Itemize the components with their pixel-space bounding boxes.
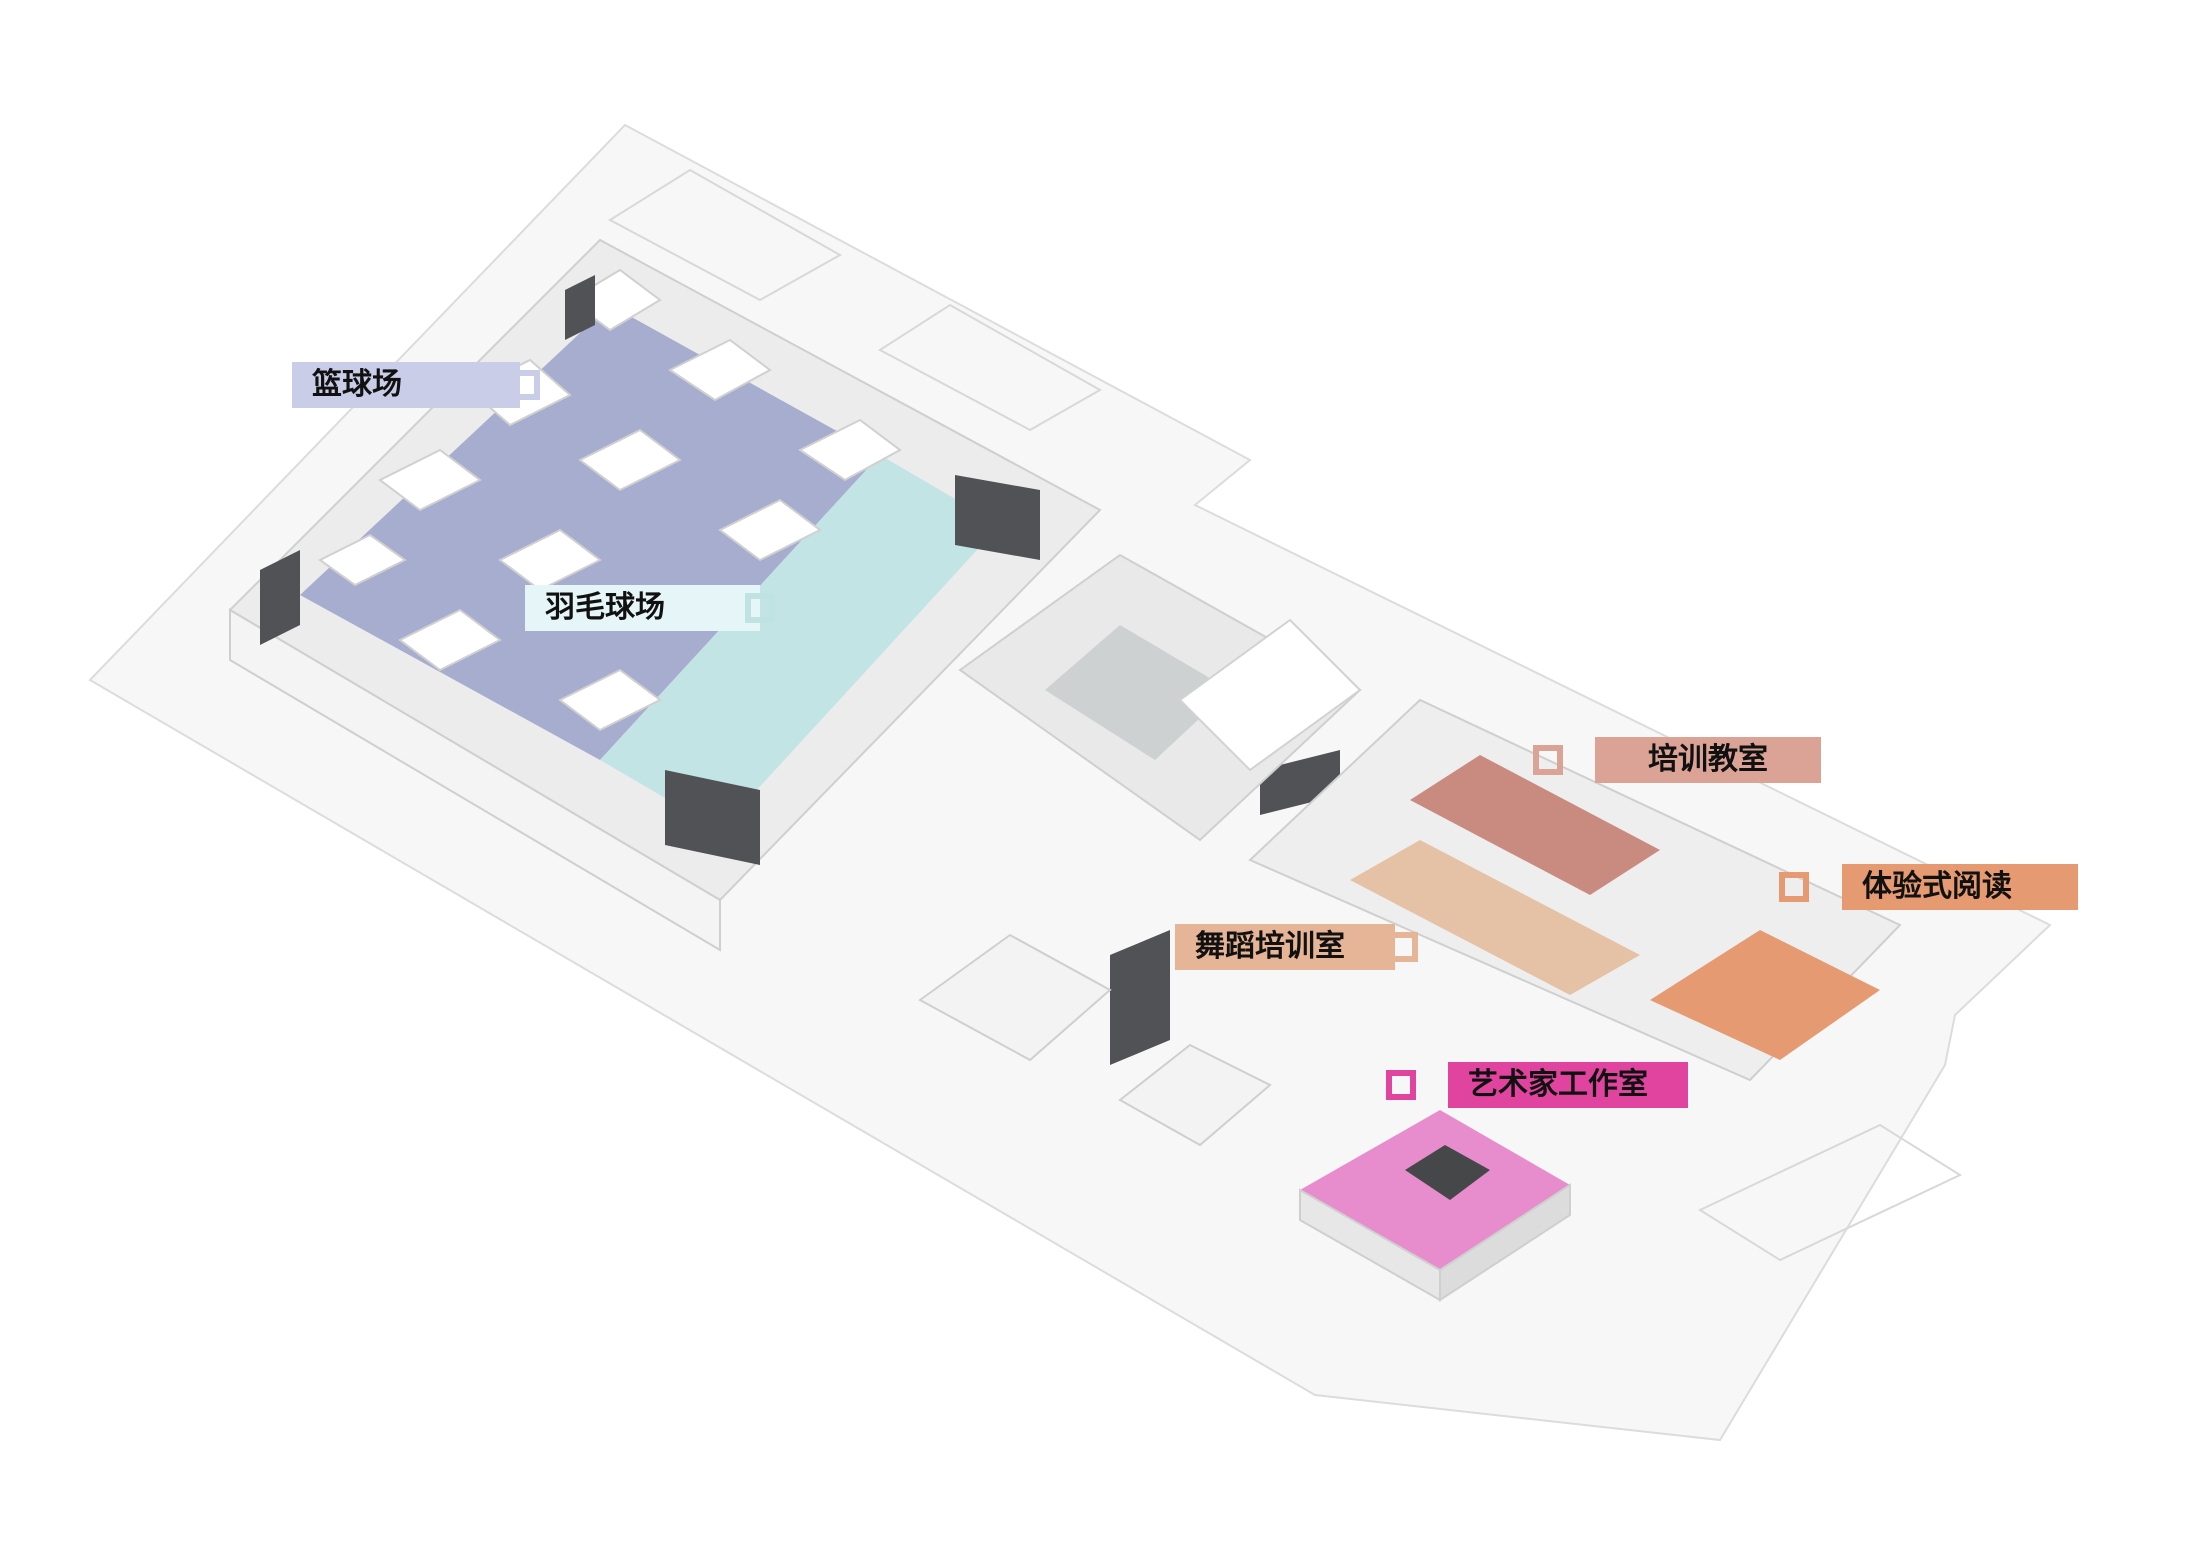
outdoor-court: [608, 168, 843, 302]
label-basketball: 篮球场: [292, 362, 520, 408]
small-house: [918, 933, 1112, 1062]
label-dance: 舞蹈培训室: [1175, 924, 1395, 970]
badminton-floor: [600, 455, 1000, 830]
marker-reading: [1779, 872, 1809, 902]
training-classroom-floor: [1410, 755, 1660, 895]
marker-badminton: [745, 593, 775, 623]
label-badminton: 羽毛球场: [525, 585, 760, 631]
marker-dance: [1388, 932, 1418, 962]
skylights: [318, 268, 902, 732]
artist-studio-side: [1439, 1183, 1571, 1302]
label-artist: 艺术家工作室: [1448, 1062, 1688, 1108]
label-reading: 体验式阅读: [1842, 864, 2078, 910]
marker-artist: [1386, 1070, 1416, 1100]
outdoor-plaza: [1697, 1123, 1963, 1262]
label-training: 培训教室: [1595, 737, 1821, 783]
small-house: [1118, 1043, 1272, 1147]
corridor-floor: [1350, 840, 1640, 995]
auditorium-roof: [1178, 618, 1362, 772]
outdoor-court: [878, 303, 1103, 432]
artist-studio-block: [1405, 1145, 1490, 1200]
sports-hall-front-wall: [229, 608, 721, 952]
marker-basketball: [510, 370, 540, 400]
reading-area-floor: [1650, 930, 1880, 1060]
marker-training: [1533, 745, 1563, 775]
auditorium-seating: [1045, 625, 1230, 760]
